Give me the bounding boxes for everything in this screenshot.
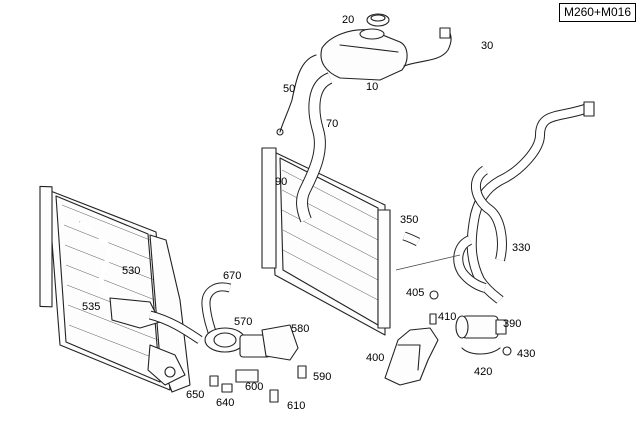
label-p390: 390 bbox=[503, 318, 521, 330]
label-p670: 670 bbox=[223, 270, 241, 282]
mounting-bracket-shape bbox=[261, 324, 299, 361]
label-p590: 590 bbox=[313, 371, 331, 383]
part-labels: 20 30 10 50 70 90 350 330 670 530 535 57… bbox=[82, 14, 535, 412]
expansion-tank-shape bbox=[320, 28, 408, 81]
label-p640: 640 bbox=[216, 397, 234, 409]
label-p535: 535 bbox=[82, 301, 100, 313]
label-p420: 420 bbox=[474, 366, 492, 378]
label-p610: 610 bbox=[287, 400, 305, 412]
label-p10: 10 bbox=[366, 81, 378, 93]
label-p20: 20 bbox=[342, 14, 354, 26]
label-p70: 70 bbox=[326, 118, 338, 130]
label-p330: 330 bbox=[512, 242, 530, 254]
main-radiator bbox=[39, 185, 191, 393]
label-p530: 530 bbox=[122, 265, 140, 277]
label-p30: 30 bbox=[481, 40, 493, 52]
auxiliary-pump-shape bbox=[204, 327, 271, 358]
label-p50: 50 bbox=[283, 83, 295, 95]
expansion-tank-cap-shape bbox=[366, 13, 390, 27]
label-p430: 430 bbox=[517, 348, 535, 360]
fasteners-bottom bbox=[209, 365, 307, 403]
hose-assembly-shape bbox=[453, 101, 595, 304]
label-p580: 580 bbox=[291, 323, 309, 335]
hose-coupling-shape bbox=[402, 231, 421, 247]
circulation-pump-shape bbox=[455, 315, 507, 339]
label-p90: 90 bbox=[275, 176, 287, 188]
label-p600: 600 bbox=[245, 381, 263, 393]
label-p400: 400 bbox=[366, 352, 384, 364]
hose-bracket-shape bbox=[109, 297, 161, 329]
label-p405: 405 bbox=[406, 287, 424, 299]
model-code-badge: M260+M016 bbox=[558, 3, 636, 22]
pump-bracket-shape bbox=[384, 327, 439, 386]
label-p350: 350 bbox=[400, 214, 418, 226]
label-p570: 570 bbox=[234, 316, 252, 328]
label-p410: 410 bbox=[438, 311, 456, 323]
label-p650: 650 bbox=[186, 389, 204, 401]
